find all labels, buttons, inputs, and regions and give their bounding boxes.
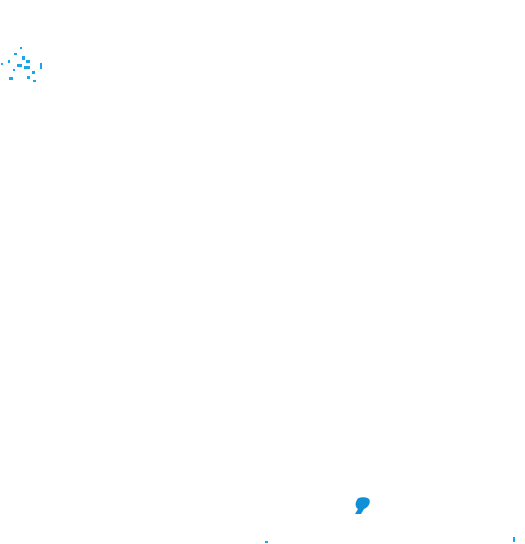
- cluster-fragment: [40, 63, 42, 69]
- cluster-fragment: [1, 63, 3, 65]
- speech-blob-icon: [355, 497, 370, 514]
- scattered-dot-cluster-icon: [1, 47, 42, 82]
- cluster-fragment: [33, 80, 36, 82]
- cluster-fragment: [13, 69, 15, 71]
- cluster-fragment: [22, 56, 25, 60]
- blob-shape: [355, 497, 370, 514]
- cluster-fragment: [27, 76, 30, 79]
- cluster-fragment: [8, 60, 10, 63]
- cluster-fragment: [17, 64, 22, 67]
- cluster-fragment: [14, 53, 17, 55]
- bottom-fragment: [513, 537, 515, 542]
- bottom-fragment: [265, 541, 268, 543]
- cluster-fragment: [26, 60, 30, 63]
- cluster-fragment: [9, 77, 13, 80]
- cluster-fragment: [20, 47, 22, 49]
- cluster-fragment: [32, 71, 35, 74]
- cluster-fragment: [24, 66, 30, 69]
